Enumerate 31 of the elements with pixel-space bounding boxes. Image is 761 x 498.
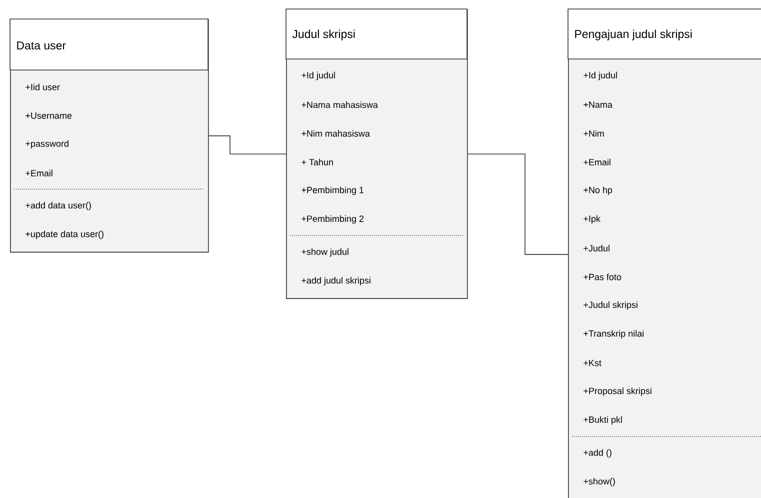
- method-text: +add judul skripsi: [302, 277, 370, 286]
- attribute-text: +Pas foto: [584, 274, 622, 280]
- attribute-text: +Pembimbing 2: [302, 215, 364, 224]
- attribute-text: +Transkrip nilai: [584, 330, 644, 338]
- method-text: +update data user(): [26, 230, 104, 239]
- attribute-text: +Judul skripsi: [584, 301, 638, 310]
- connector-line: [208, 135, 286, 154]
- attribute-text: +Id judul: [584, 72, 617, 80]
- attribute-text: +Email: [584, 158, 610, 166]
- attribute-text: +Iid user: [26, 84, 60, 90]
- attribute-text: +Pembimbing 1: [302, 186, 364, 195]
- attribute-text: +Proposal skripsi: [584, 388, 652, 396]
- attribute-text: +Kst: [584, 360, 602, 366]
- method-text: +add (): [584, 449, 612, 458]
- attribute-text: +password: [26, 140, 68, 149]
- attribute-text: +Nim: [584, 130, 604, 137]
- attribute-text: +Nama: [584, 102, 612, 108]
- attribute-text: +Username: [26, 112, 72, 119]
- connector-line: [467, 154, 568, 255]
- attribute-text: +Ipk: [584, 215, 600, 224]
- attribute-text: +Judul: [584, 244, 610, 252]
- attribute-text: +Bukti pkl: [584, 416, 622, 425]
- attribute-text: + Tahun: [302, 158, 333, 166]
- method-text: +add data user(): [26, 202, 91, 210]
- method-text: +show(): [584, 478, 615, 486]
- method-text: +show judul: [302, 248, 348, 257]
- attribute-text: +No hp: [584, 186, 612, 195]
- attribute-text: +Nim mahasiswa: [302, 130, 370, 137]
- attribute-text: +Id judul: [302, 72, 335, 80]
- attribute-text: +Nama mahasiswa: [302, 101, 378, 108]
- attribute-text: +Email: [26, 170, 52, 176]
